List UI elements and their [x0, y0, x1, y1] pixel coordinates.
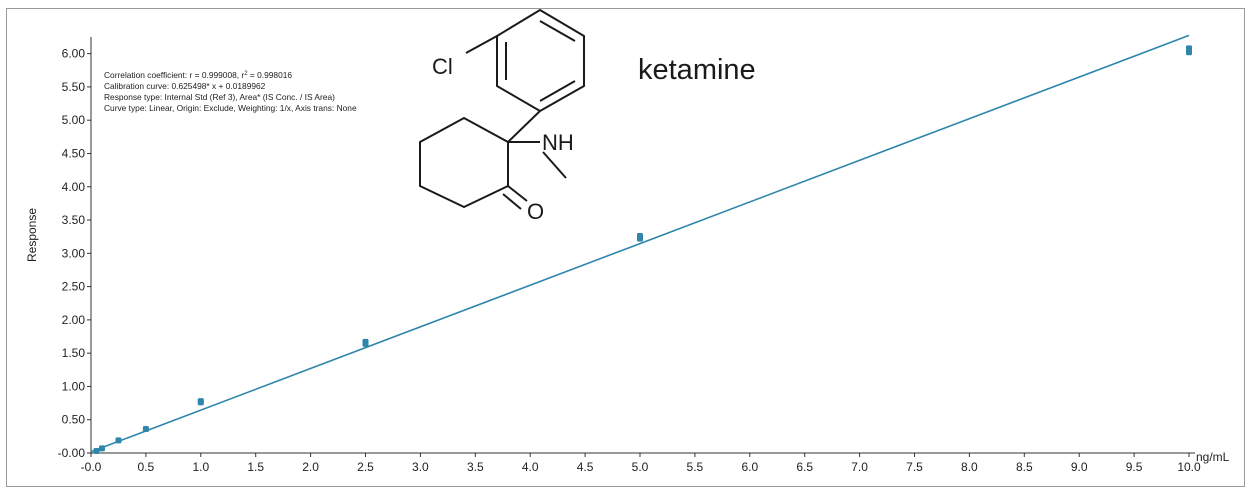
y-tick-label: 5.00 [62, 113, 86, 127]
chlorine-bond [465, 35, 498, 54]
data-points [93, 45, 1192, 455]
amine-label: NH [542, 130, 574, 155]
x-tick-label: 1.5 [247, 460, 264, 474]
y-tick-label: 4.50 [62, 146, 86, 160]
fit-line [90, 34, 1190, 453]
x-tick-label: 2.5 [357, 460, 374, 474]
x-tick-label: 6.5 [796, 460, 813, 474]
y-tick-label: 2.00 [62, 313, 86, 327]
x-tick-label: 1.0 [192, 460, 209, 474]
data-point [115, 437, 122, 444]
correlation-line: Correlation coefficient: r = 0.999008, r… [104, 70, 292, 80]
x-tick-label: 6.0 [741, 460, 758, 474]
methyl-bond [542, 151, 567, 179]
benzene-double-bond [539, 80, 576, 102]
y-tick-label: -0.00 [58, 446, 86, 460]
y-tick-label: 1.00 [62, 379, 86, 393]
y-tick-label: 3.00 [62, 246, 86, 260]
y-tick-label: 0.50 [62, 413, 86, 427]
y-tick-label: 6.00 [62, 47, 86, 61]
aryl-bond [507, 110, 541, 143]
x-tick-label: 9.5 [1126, 460, 1143, 474]
x-ticks: -0.0 0.5 1.0 1.5 2.0 2.5 3.0 3.5 4.0 4.5 5.0 5.5 6.0… [81, 453, 1201, 474]
cyclohexanone-ring [419, 117, 509, 208]
calibration-info: Correlation coefficient: r = 0.999008, r… [104, 70, 357, 113]
x-tick-label: 2.0 [302, 460, 319, 474]
curve-type-line: Curve type: Linear, Origin: Exclude, Wei… [104, 103, 357, 113]
oxygen-label: O [527, 199, 544, 224]
data-point [1186, 49, 1192, 56]
data-point [142, 426, 149, 433]
calibration-curve-line: Calibration curve: 0.625498* x + 0.01899… [104, 81, 266, 91]
x-tick-label: 4.5 [577, 460, 594, 474]
data-point [362, 340, 369, 347]
y-axis-label: Response [25, 208, 39, 262]
data-point [98, 445, 105, 452]
carbonyl-double-bond [502, 193, 522, 210]
y-ticks: -0.00 0.50 1.00 1.50 2.00 2.50 3.00 3.50 4.00 4.5… [58, 47, 91, 460]
x-tick-label: 9.0 [1071, 460, 1088, 474]
benzene-ring [496, 9, 585, 112]
data-point [197, 399, 204, 406]
x-tick-label: 7.5 [906, 460, 923, 474]
x-tick-label: 10.0 [1177, 460, 1201, 474]
x-tick-label: 8.0 [961, 460, 978, 474]
chlorine-label: Cl [432, 54, 453, 79]
y-tick-label: 2.50 [62, 280, 86, 294]
x-tick-label: 8.5 [1016, 460, 1033, 474]
x-tick-label: 5.0 [632, 460, 649, 474]
y-tick-label: 3.50 [62, 213, 86, 227]
response-type-line: Response type: Internal Std (Ref 3), Are… [104, 92, 335, 102]
y-tick-label: 4.00 [62, 180, 86, 194]
x-tick-label: -0.0 [81, 460, 102, 474]
x-tick-label: 7.0 [851, 460, 868, 474]
data-point [637, 235, 643, 242]
benzene-double-bond [539, 20, 576, 42]
data-point [93, 448, 100, 455]
chart-frame [6, 8, 1245, 487]
x-tick-label: 5.5 [687, 460, 704, 474]
x-tick-label: 3.0 [412, 460, 429, 474]
y-tick-label: 5.50 [62, 80, 86, 94]
x-tick-label: 4.0 [522, 460, 539, 474]
ketamine-structure [419, 9, 585, 210]
x-unit-label: ng/mL [1196, 450, 1230, 464]
x-tick-label: 0.5 [138, 460, 155, 474]
carbonyl-bond [507, 185, 528, 202]
y-tick-label: 1.50 [62, 346, 86, 360]
chart-title: ketamine [638, 54, 756, 86]
x-tick-label: 3.5 [467, 460, 484, 474]
